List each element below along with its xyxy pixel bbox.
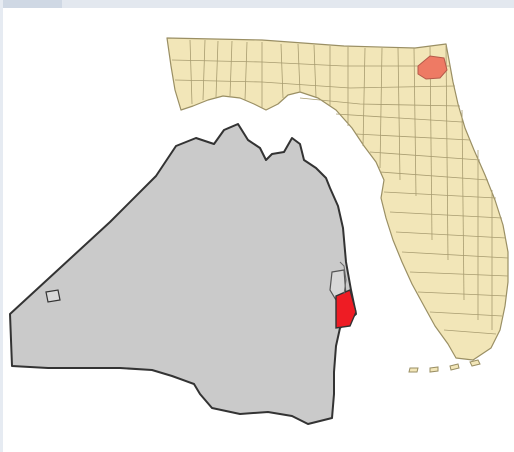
top-band-accent bbox=[0, 0, 62, 8]
highlighted-city bbox=[335, 289, 357, 329]
keys-island-3 bbox=[429, 366, 439, 373]
top-band bbox=[0, 0, 514, 8]
county-detail bbox=[9, 123, 357, 425]
county-lines bbox=[171, 39, 509, 335]
state-outline bbox=[166, 37, 509, 361]
state-inset bbox=[166, 37, 509, 373]
keys-island-4 bbox=[408, 367, 419, 373]
highlighted-county bbox=[417, 55, 448, 80]
left-edge bbox=[0, 0, 3, 452]
keys-island-1 bbox=[469, 359, 481, 367]
coast-accent bbox=[339, 261, 347, 295]
county-outline bbox=[9, 123, 357, 425]
small-place-west bbox=[45, 289, 61, 303]
keys-island-2 bbox=[449, 363, 460, 371]
